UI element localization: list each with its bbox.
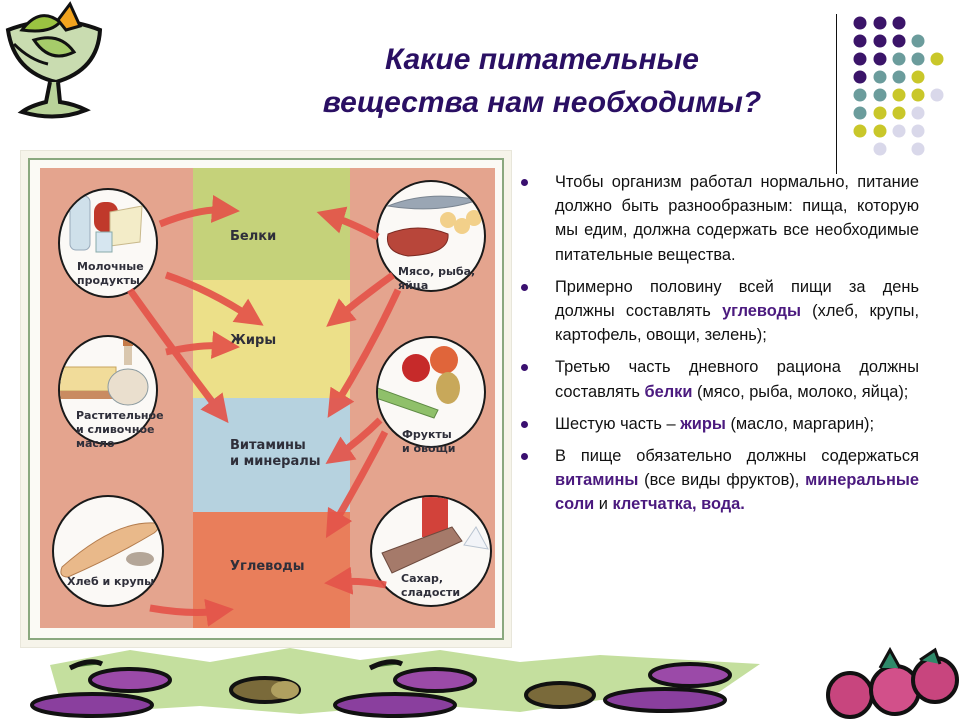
highlight-fats: жиры: [680, 414, 726, 433]
label-vitamins-line2: и минералы: [230, 454, 321, 469]
source-dairy-label-1: Молочные: [77, 260, 144, 273]
cocktail-glass-icon: [5, 1, 103, 119]
bullet-text: В пище обязательно должны содержаться: [555, 447, 919, 466]
source-meat-label-2: яйца: [398, 279, 429, 292]
bullet-dot-icon: [521, 453, 528, 461]
bullet-dot-icon: [521, 420, 528, 428]
source-meat-label-1: Мясо, рыба,: [398, 265, 476, 278]
label-vitamins-line1: Витамины: [230, 438, 306, 453]
bullet-text: Чтобы организм работал нормально, питани…: [555, 173, 919, 264]
source-oils-label-1: Растительное: [76, 409, 164, 422]
source-fruits-label-1: Фрукты: [402, 428, 452, 441]
source-sweets-label-2: сладости: [401, 586, 461, 599]
label-carbs: Углеводы: [230, 559, 305, 574]
title-line-2: вещества нам необходимы?: [322, 86, 762, 119]
highlight-vitamins: витамины: [555, 471, 639, 490]
source-oils-label-3: масло: [76, 437, 115, 450]
divider-line: [836, 14, 837, 174]
band-proteins: [193, 168, 350, 280]
source-bread: [52, 495, 164, 607]
highlight-carbs: углеводы: [722, 302, 801, 321]
dairy-icon: [69, 195, 143, 253]
bullet-dot-icon: [521, 364, 528, 372]
bullet-text: (масло, маргарин);: [725, 414, 875, 433]
source-bread-label: Хлеб и крупы: [67, 575, 155, 588]
bullet-item: В пище обязательно должны содержаться ви…: [517, 444, 919, 517]
radishes-icon: [826, 646, 959, 719]
page-title: Какие питательные вещества нам необходим…: [262, 38, 822, 124]
bullet-text: Примерно половину всей пищи за день долж…: [555, 277, 919, 321]
highlight-fiber-water: клетчатка, вода.: [612, 495, 745, 514]
bullet-text: (все виды фруктов),: [638, 471, 806, 490]
source-fruits-label-2: и овощи: [402, 442, 456, 455]
source-sweets: [370, 495, 492, 607]
meat-fish-eggs-icon: [386, 195, 482, 257]
bullet-text: (мясо, рыба, молоко, яйца);: [692, 382, 909, 401]
sugar-sweets-icon: [381, 497, 489, 574]
bullet-item: Шестую часть – жиры (масло, маргарин);: [517, 412, 919, 436]
bullet-dot-icon: [521, 283, 528, 291]
bullet-text: и: [594, 495, 613, 514]
bullet-item: Примерно половину всей пищи за день долж…: [517, 275, 919, 348]
bread-grain-icon: [60, 522, 159, 578]
bullet-dot-icon: [521, 179, 528, 186]
source-sweets-label-1: Сахар,: [401, 572, 444, 585]
source-oils-label-2: и сливочное: [76, 423, 155, 436]
source-dairy: [58, 188, 158, 298]
plums-border-icon: [30, 646, 959, 719]
bullet-text: Третью часть дневного рациона должны сос…: [555, 358, 919, 401]
highlight-proteins: белки: [644, 382, 693, 401]
bullet-text: (хлеб, крупы, картофель, овощи, зелень);: [555, 302, 919, 345]
highlight-minerals: минеральные соли: [555, 471, 919, 514]
bullet-item: Чтобы организм работал нормально, питани…: [517, 170, 919, 267]
bullet-text: Шестую часть –: [555, 414, 681, 433]
title-line-1: Какие питательные: [385, 43, 699, 76]
label-proteins: Белки: [230, 229, 277, 244]
bullet-item: Третью часть дневного рациона должны сос…: [517, 355, 919, 403]
bullet-list: Чтобы организм работал нормально, питани…: [517, 170, 919, 525]
label-fats: Жиры: [230, 333, 277, 348]
source-dairy-label-2: продукты: [77, 274, 140, 287]
